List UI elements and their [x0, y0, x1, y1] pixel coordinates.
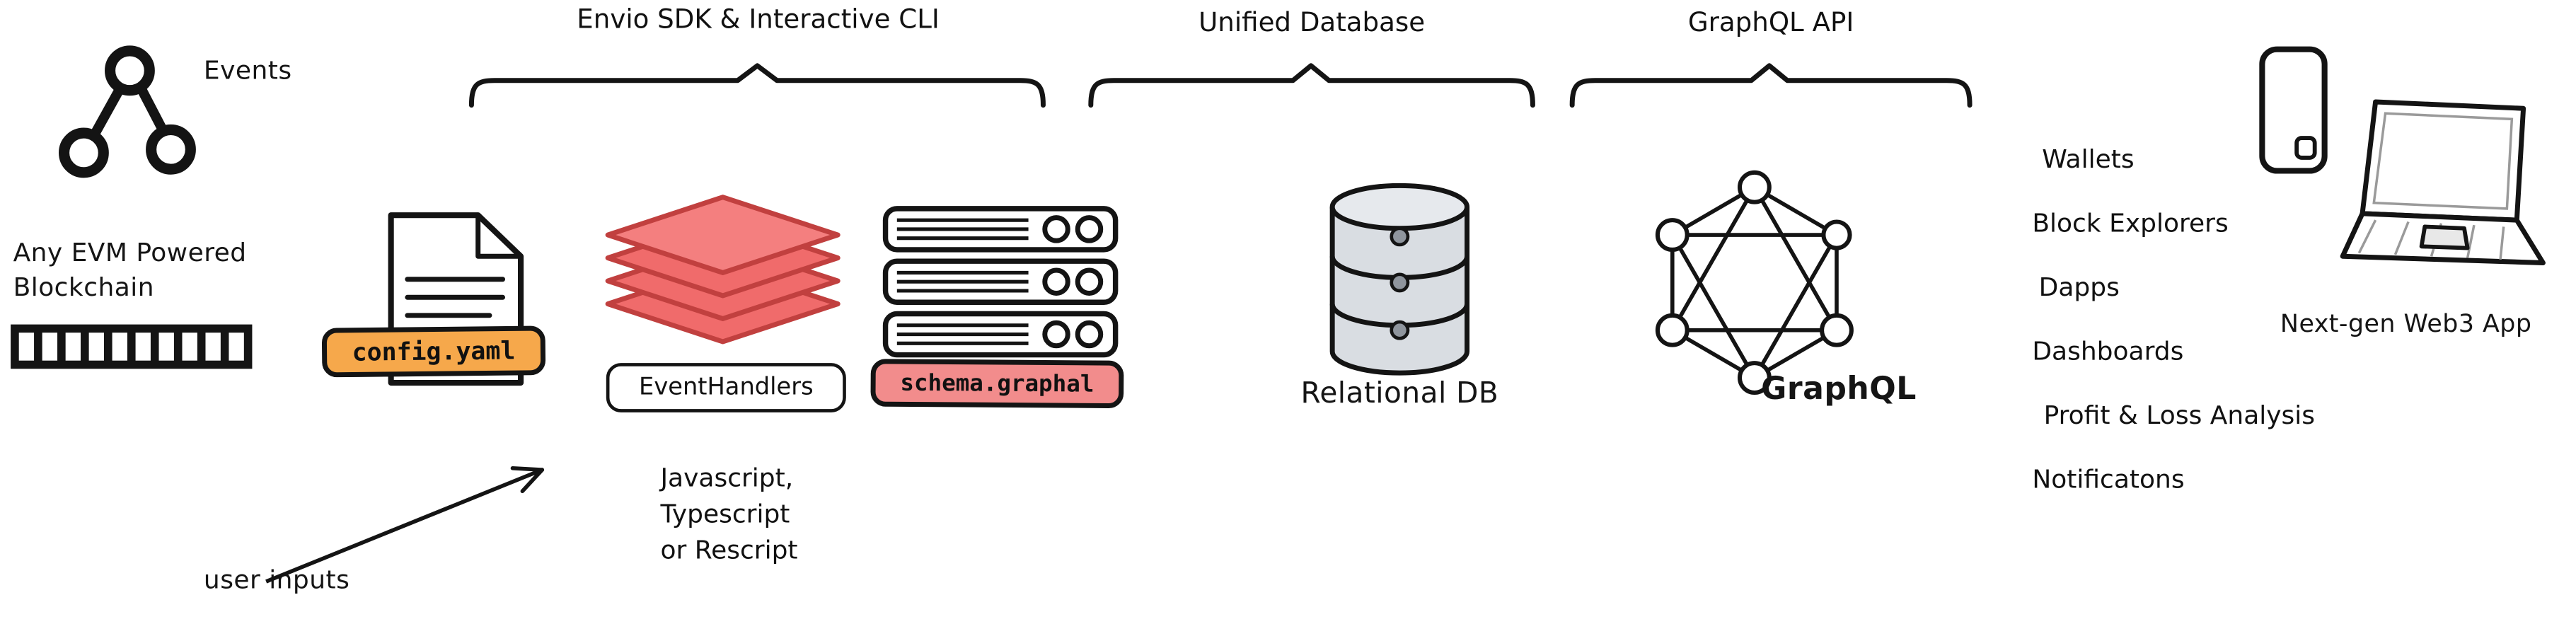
consumer-item-notifications: Notificatons [2032, 465, 2185, 495]
event-handlers-label: EventHandlers [606, 363, 846, 412]
consumer-item-profit-loss: Profit & Loss Analysis [2043, 400, 2316, 431]
languages-note: Javascript, Typescript or Rescript [660, 460, 797, 568]
user-inputs-label: user inputs [203, 565, 350, 595]
sdk-section-title: Envio SDK & Interactive CLI [577, 3, 940, 35]
events-label: Events [203, 55, 292, 86]
schema-graphql-text: schema.graphal [900, 369, 1094, 398]
api-section-title: GraphQL API [1687, 6, 1854, 38]
event-handlers-text: EventHandlers [639, 374, 814, 401]
phone-icon [2259, 46, 2328, 174]
consumer-item-block-explorers: Block Explorers [2032, 208, 2229, 238]
database-bracket [1088, 63, 1535, 108]
sdk-bracket [468, 63, 1046, 108]
languages-line3: or Rescript [660, 535, 798, 565]
graphql-logo-icon [1655, 170, 1854, 395]
web3-app-label: Next-gen Web3 App [2280, 308, 2532, 339]
languages-line1: Javascript, [660, 463, 794, 493]
api-bracket [1569, 63, 1973, 108]
config-yaml-text: config.yaml [352, 335, 516, 368]
user-inputs-arrow [265, 466, 545, 584]
languages-line2: Typescript [660, 499, 790, 529]
laptop-icon [2340, 99, 2546, 266]
blockchain-label: Any EVM Powered Blockchain [13, 236, 247, 306]
consumer-item-wallets: Wallets [2042, 144, 2135, 175]
config-yaml-label: config.yaml [321, 325, 546, 378]
schema-graphql-label: schema.graphal [870, 359, 1124, 409]
relational-db-label: Relational DB [1300, 378, 1499, 411]
blockchain-label-line1: Any EVM Powered [13, 238, 247, 268]
blockchain-blocks-icon [11, 324, 253, 369]
consumers-list: Wallets Block Explorers Dapps Dashboards… [2032, 144, 2315, 495]
events-icon [59, 45, 196, 178]
consumer-item-dashboards: Dashboards [2032, 337, 2184, 366]
server-rack-icon [882, 206, 1119, 358]
consumer-item-dapps: Dapps [2038, 272, 2120, 303]
blockchain-label-line2: Blockchain [13, 272, 155, 303]
database-section-title: Unified Database [1199, 6, 1426, 38]
database-cylinder-icon [1329, 183, 1470, 376]
event-handlers-layers-icon [605, 195, 841, 345]
graphql-label: GraphQL [1761, 371, 1917, 408]
